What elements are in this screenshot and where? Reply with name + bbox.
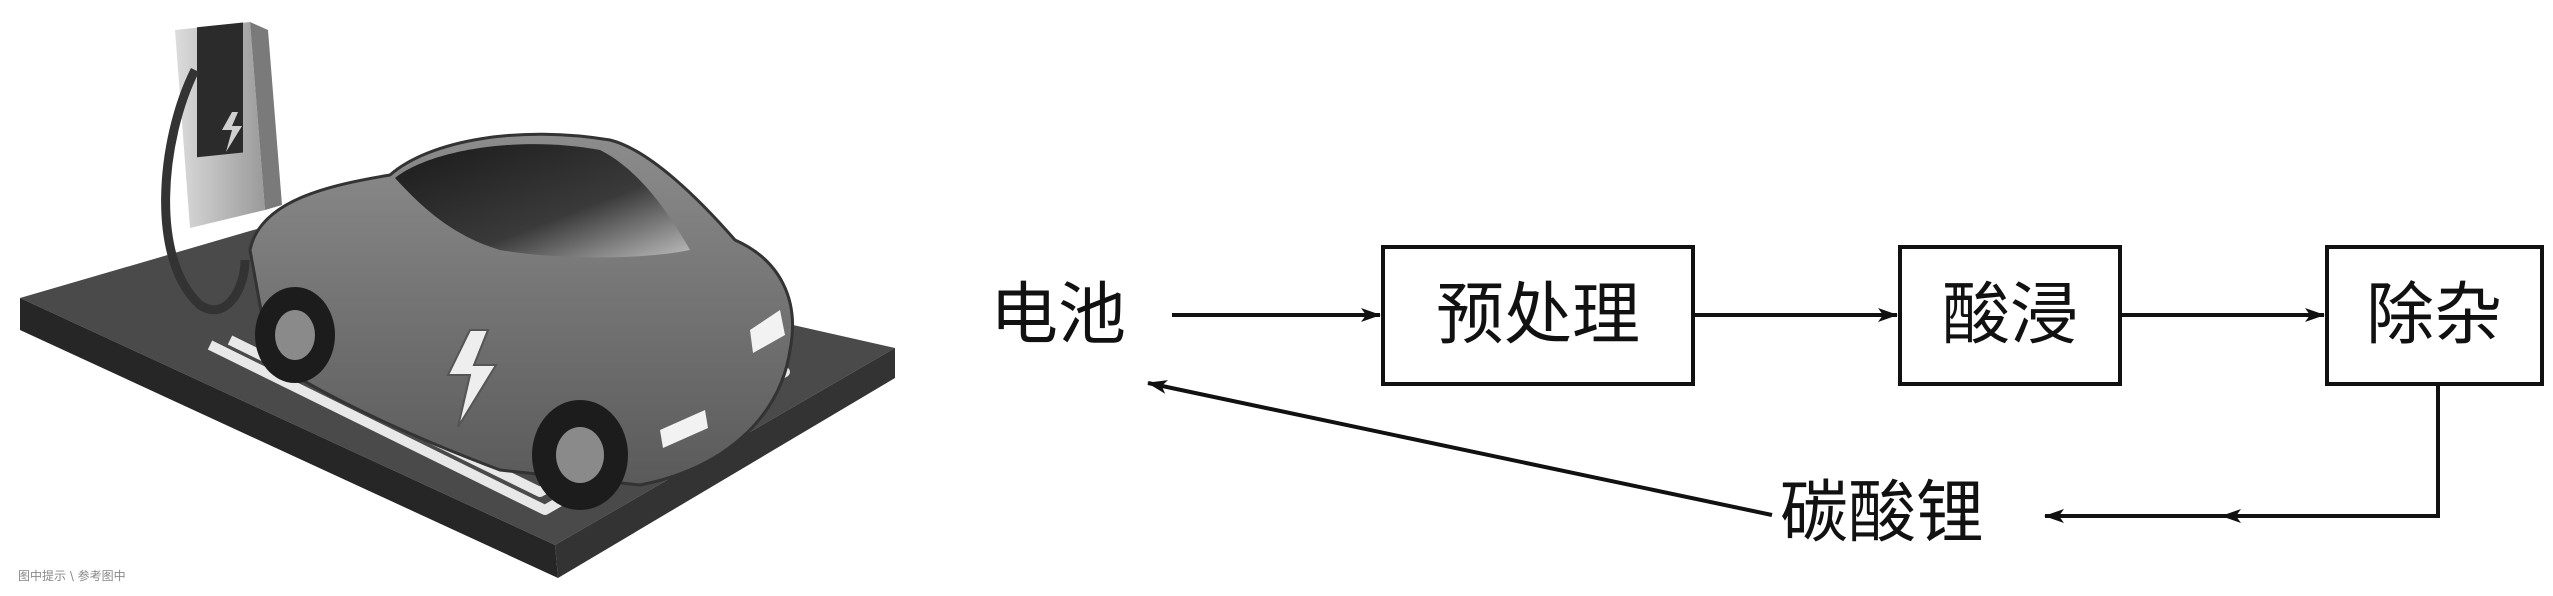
charging-station	[161, 22, 282, 315]
arrow-lithium-carbonate-to-battery	[1147, 380, 1773, 517]
process-flow-diagram: 电池 预处理 酸浸 除杂 碳酸锂	[990, 245, 2544, 553]
node-impurity-removal-box: 除杂	[2325, 245, 2544, 386]
electric-car	[248, 132, 795, 510]
node-pretreatment: 预处理	[1436, 276, 1640, 355]
node-impurity-removal: 除杂	[2366, 276, 2502, 355]
ev-charging-illustration: 图中提示 \ 参考图中	[18, 22, 895, 583]
node-pretreatment-box: 预处理	[1381, 245, 1695, 386]
node-acid-leaching-box: 酸浸	[1898, 245, 2122, 386]
node-lithium-carbonate: 碳酸锂	[1780, 474, 1984, 553]
node-battery: 电池	[990, 276, 1126, 355]
node-acid-leaching: 酸浸	[1942, 276, 2078, 355]
image-watermark: 图中提示 \ 参考图中	[18, 568, 126, 583]
arrow-impurity-removal-to-lithium-carbonate	[2044, 384, 2440, 523]
